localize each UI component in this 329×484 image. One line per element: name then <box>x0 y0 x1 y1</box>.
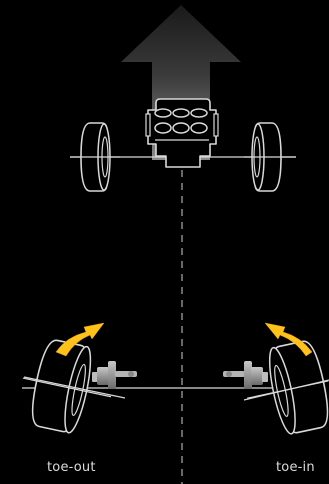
front-left-wheel-icon <box>70 122 120 192</box>
toe-in-reference-line <box>243 379 329 401</box>
toe-in-wheel-icon <box>247 340 329 435</box>
toe-out-wheel-icon <box>22 339 112 434</box>
tie-rod-right-icon <box>223 361 268 389</box>
tie-rod-left-icon <box>92 361 137 389</box>
rotation-arrow-left-icon <box>55 322 105 357</box>
front-right-wheel-icon <box>244 122 296 192</box>
toe-out-label: toe-out <box>47 460 96 475</box>
toe-out-reference-line <box>23 376 126 399</box>
toe-in-label: toe-in <box>276 460 315 475</box>
rotation-arrow-right-icon <box>264 322 313 357</box>
engine-icon <box>145 98 219 168</box>
forward-arrow-icon <box>121 5 241 160</box>
